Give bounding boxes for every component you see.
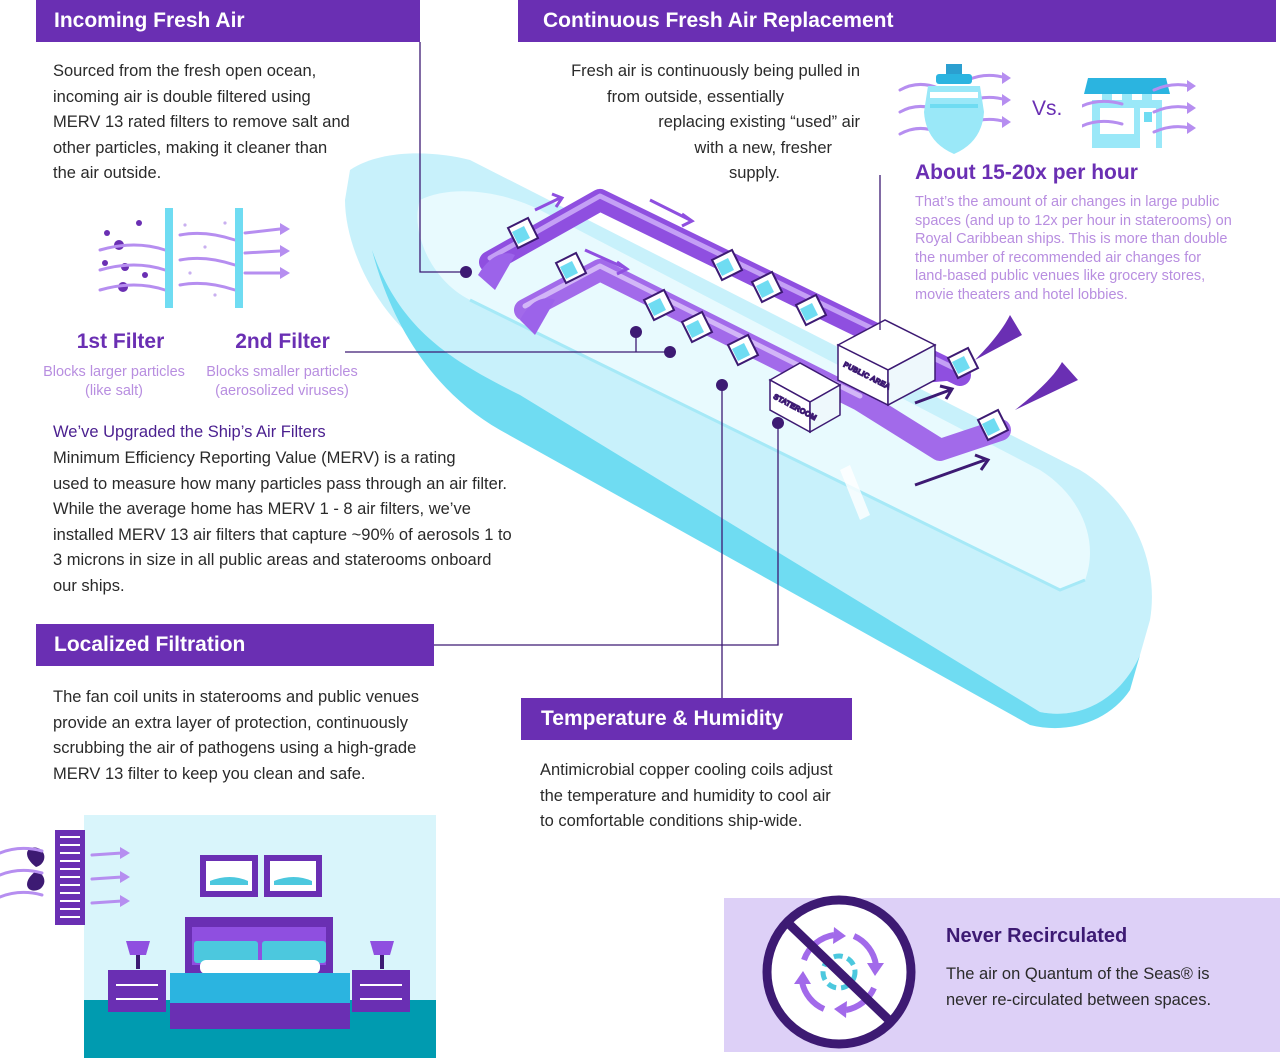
callout-dots <box>460 266 784 429</box>
upgrade-title: We’ve Upgraded the Ship’s Air Filters <box>53 423 326 441</box>
duct-filter-unit-5 <box>794 293 828 327</box>
public-area-box: PUBLIC AREA <box>836 319 937 407</box>
temperature-humidity-title: Temperature & Humidity <box>541 707 784 730</box>
vs-label: Vs. <box>1032 97 1063 120</box>
first-filter-line: Blocks larger particles <box>43 364 185 380</box>
callout-lines <box>345 42 881 700</box>
temperature-line: to comfortable conditions ship-wide. <box>540 812 803 830</box>
duct-filter-unit-6 <box>642 288 676 322</box>
localized-line: provide an extra layer of protection, co… <box>53 713 408 732</box>
duct-filter-unit-8 <box>726 333 760 367</box>
incoming-line: incoming air is double filtered using <box>53 87 311 106</box>
intake-flap-2 <box>520 298 555 335</box>
localized-filtration-text: The fan coil units in staterooms and pub… <box>53 685 473 787</box>
first-filter-text: Blocks larger particles (like salt) <box>30 363 198 400</box>
second-filter-line: Blocks smaller particles <box>206 364 358 380</box>
continuous-line: from outside, essentially <box>607 87 784 106</box>
never-recirculated-text: The air on Quantum of the Seas® is never… <box>946 962 1266 1013</box>
duct-filter-unit-4 <box>750 270 784 304</box>
rate-line: the number of recommended air changes fo… <box>915 249 1202 266</box>
exhaust-flap-2 <box>1015 362 1078 410</box>
upgrade-line: used to measure how many particles pass … <box>53 474 507 493</box>
continuous-line: Fresh air is continuously being pulled i… <box>571 62 860 80</box>
duct-arrows <box>534 192 991 487</box>
localized-line: scrubbing the air of pathogens using a h… <box>53 739 417 757</box>
duct-filter-unit-3 <box>710 248 744 282</box>
ship-deck-edge <box>469 298 1086 592</box>
intake-flap-1 <box>478 253 515 290</box>
incoming-fresh-air-text: Sourced from the fresh open ocean, incom… <box>53 59 398 187</box>
incoming-line: Sourced from the fresh open ocean, <box>53 62 317 80</box>
upgrade-line: installed MERV 13 air filters that captu… <box>53 525 512 544</box>
air-change-rate-title: About 15-20x per hour <box>915 161 1138 184</box>
rate-line: spaces (and up to 12x per hour in stater… <box>915 212 1232 229</box>
upgrade-line: Minimum Efficiency Reporting Value (MERV… <box>53 449 456 467</box>
never-line: The air on Quantum of the Seas® is <box>946 965 1210 983</box>
rate-line: land-based public venues like grocery st… <box>915 268 1206 284</box>
duct-filter-unit-10 <box>976 408 1010 442</box>
duct-filter-units <box>506 216 1010 442</box>
temperature-humidity-header: Temperature & Humidity <box>521 698 852 740</box>
temperature-humidity-text: Antimicrobial copper cooling coils adjus… <box>540 758 900 835</box>
upgrade-line: our ships. <box>53 576 125 595</box>
first-filter-title: 1st Filter <box>76 330 165 353</box>
localized-line: MERV 13 filter to keep you clean and saf… <box>53 764 366 783</box>
duct-filter-unit-9 <box>946 346 980 380</box>
ship-upper-deck <box>417 191 1090 591</box>
upgrade-text: Minimum Efficiency Reporting Value (MERV… <box>53 446 573 599</box>
first-filter-line: (like salt) <box>84 382 143 399</box>
never-recirculated-title: Never Recirculated <box>946 925 1128 947</box>
incoming-line: other particles, making it cleaner than <box>53 138 328 157</box>
filter-icon <box>98 208 290 308</box>
continuous-air-title: Continuous Fresh Air Replacement <box>543 9 894 32</box>
duct-inner <box>514 259 1011 461</box>
rate-line: That’s the amount of air changes in larg… <box>915 194 1220 210</box>
incoming-fresh-air-title: Incoming Fresh Air <box>54 9 245 32</box>
temperature-line: the temperature and humidity to cool air <box>540 786 831 805</box>
exhaust-flap-1 <box>975 315 1022 360</box>
continuous-line: supply. <box>728 164 780 182</box>
continuous-air-header: Continuous Fresh Air Replacement <box>518 0 1276 42</box>
second-filter-title: 2nd Filter <box>235 330 330 353</box>
upgrade-line: While the average home has MERV 1 - 8 ai… <box>53 500 471 518</box>
rate-line: Royal Caribbean ships. This is more than… <box>915 231 1228 247</box>
second-filter-line: (aerosolized viruses) <box>215 382 349 399</box>
continuous-line: replacing existing “used” air <box>658 113 860 131</box>
duct-filter-unit-7 <box>680 310 714 344</box>
localized-filtration-header: Localized Filtration <box>36 624 434 666</box>
second-filter-text: Blocks smaller particles (aerosolized vi… <box>196 363 368 400</box>
incoming-line: MERV 13 rated filters to remove salt and <box>53 113 350 131</box>
continuous-air-text: Fresh air is continuously being pulled i… <box>520 59 860 187</box>
localized-filtration-title: Localized Filtration <box>54 633 246 656</box>
ship-window <box>840 465 870 520</box>
upgrade-line: 3 microns in size in all public areas an… <box>53 551 492 569</box>
stateroom-box: STATEROOM <box>768 362 842 434</box>
air-change-rate-text: That’s the amount of air changes in larg… <box>915 193 1260 304</box>
never-line: never re-circulated between spaces. <box>946 990 1212 1009</box>
incoming-fresh-air-header: Incoming Fresh Air <box>36 0 420 42</box>
store-icon <box>1082 78 1196 148</box>
cruise-ship-icon <box>898 64 1011 154</box>
temperature-line: Antimicrobial copper cooling coils adjus… <box>540 761 833 779</box>
incoming-line: the air outside. <box>53 164 162 182</box>
localized-line: The fan coil units in staterooms and pub… <box>53 688 419 706</box>
rate-line: movie theaters and hotel lobbies. <box>915 286 1128 303</box>
bedroom-illustration <box>0 815 436 1058</box>
continuous-line: with a new, fresher <box>694 138 832 157</box>
no-recirculate-icon <box>762 895 916 1049</box>
fan-icon <box>27 830 85 925</box>
duct-filter-unit-2 <box>554 251 588 285</box>
duct-inner-sheen <box>522 263 863 399</box>
duct-filter-unit-1 <box>506 216 540 250</box>
